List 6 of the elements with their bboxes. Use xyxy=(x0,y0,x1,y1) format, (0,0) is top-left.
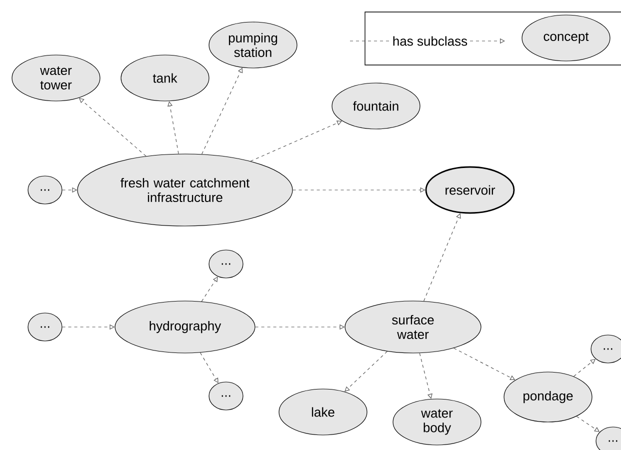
arrow xyxy=(201,276,218,302)
arrow xyxy=(250,120,342,162)
arrow xyxy=(419,352,432,399)
legend-label: has subclass xyxy=(391,35,469,47)
arrow xyxy=(202,68,243,154)
arrow xyxy=(424,213,461,302)
